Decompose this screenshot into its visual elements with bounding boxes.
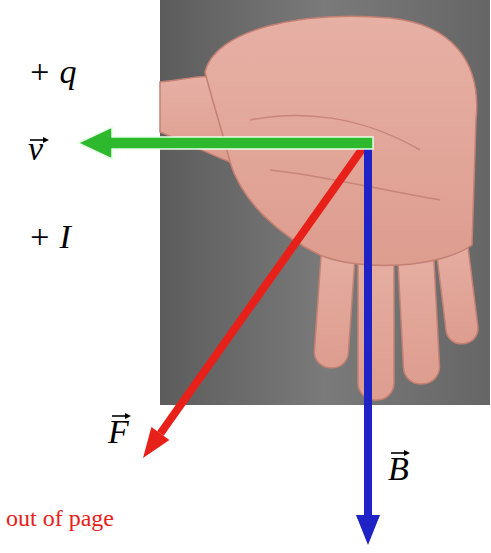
velocity-arrow xyxy=(78,127,373,159)
current-label: + I xyxy=(28,220,71,254)
charge-label: + q xyxy=(28,55,76,89)
field-arrow xyxy=(356,143,380,545)
palm-creases xyxy=(250,115,440,200)
vector-accents xyxy=(30,137,410,456)
field-label: B xyxy=(388,452,409,486)
force-label: F xyxy=(108,415,129,449)
force-arrow xyxy=(143,145,365,458)
velocity-label: v xyxy=(28,132,43,166)
direction-note: out of page xyxy=(6,506,114,530)
